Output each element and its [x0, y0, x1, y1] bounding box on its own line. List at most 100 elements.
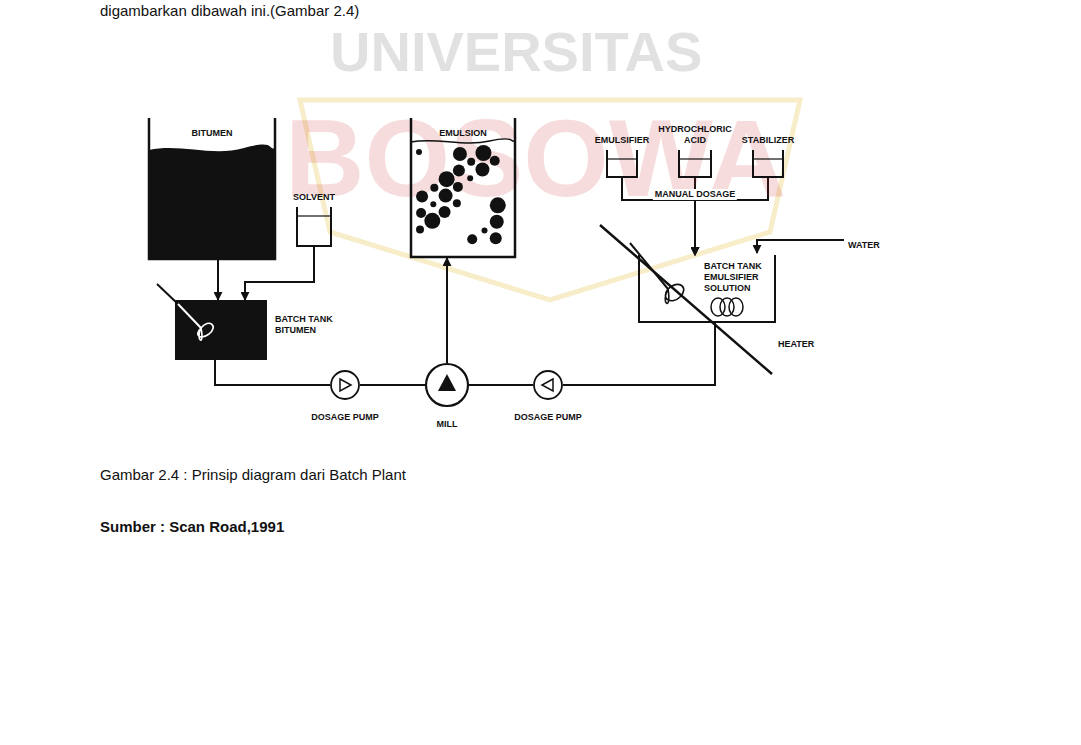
- node-label: DOSAGE PUMP: [311, 412, 379, 423]
- watermark: UNIVERSITAS: [330, 18, 702, 85]
- liquid-surface: [298, 215, 330, 216]
- pump-symbol: DOSAGE PUMP: [330, 370, 360, 400]
- emulsion-droplet: [467, 175, 473, 181]
- source-note: Sumber : Scan Road,1991: [100, 518, 284, 536]
- tank-outline: [296, 207, 332, 247]
- node-label: BATCH TANK BITUMEN: [275, 314, 347, 336]
- tank-wall: [297, 207, 331, 246]
- caption-holder: Gambar 2.4 : Prinsip diagram dari Batch …: [100, 466, 406, 484]
- emulsion-droplet: [490, 197, 506, 213]
- text-holder: DOSAGE PUMP: [311, 406, 379, 424]
- node-label: STABILIZER: [742, 135, 794, 146]
- pipe-connector: [446, 258, 448, 363]
- liquid-surface: [608, 158, 636, 159]
- node-label: DOSAGE PUMP: [514, 412, 582, 423]
- emulsion-droplet: [490, 156, 500, 166]
- storage-tank: BITUMEN: [148, 118, 276, 260]
- emulsion-droplet: [467, 234, 477, 244]
- mill-direction: [438, 374, 456, 391]
- emulsion-droplet: [430, 201, 436, 207]
- pump-direction: [542, 379, 553, 391]
- tank-outline: [330, 370, 360, 400]
- dosing-tank: HYDROCHLORIC ACID: [678, 150, 712, 178]
- emulsion-droplet: [467, 158, 475, 166]
- node-label: EMULSIFIER: [595, 135, 650, 146]
- text-holder: STABILIZER: [742, 129, 794, 147]
- emulsion-droplet: [453, 199, 461, 207]
- dosing-tank: SOLVENT: [296, 207, 332, 247]
- pump-body: [534, 371, 562, 399]
- text-holder: EMULSION: [410, 122, 516, 140]
- pump-direction: [340, 379, 351, 391]
- emulsion-droplet: [416, 226, 424, 234]
- text-holder: BITUMEN: [148, 122, 276, 140]
- label-holder: WATER: [848, 234, 880, 252]
- emulsion-droplet: [416, 191, 428, 203]
- text-holder: HYDROCHLORIC ACID: [655, 124, 735, 147]
- node-label: MILL: [437, 419, 458, 430]
- dosing-tank: EMULSIFIER: [606, 150, 638, 178]
- label-holder: Sumber : Scan Road,1991: [100, 518, 284, 536]
- label-holder: HEATER: [778, 333, 814, 351]
- liquid-surface: [754, 158, 782, 159]
- tank-outline: [606, 150, 638, 178]
- pipe-connector: [469, 384, 533, 386]
- emulsion-droplet: [490, 215, 504, 229]
- text-holder: SOLVENT: [293, 186, 335, 204]
- emulsion-droplet: [424, 213, 440, 229]
- mill-symbol: MILL: [425, 363, 469, 407]
- pipe-connector: [217, 260, 219, 300]
- emulsion-droplet: [416, 149, 422, 155]
- pump-body: [331, 371, 359, 399]
- node-label: EMULSION: [439, 128, 487, 139]
- tank-wall: [639, 255, 775, 322]
- inlet-label: WATER: [848, 240, 880, 251]
- batch-tank: BATCH TANK EMULSIFIER SOLUTION: [638, 255, 776, 323]
- label-holder: digambarkan dibawah ini.(Gambar 2.4): [100, 2, 359, 20]
- emulsion-droplet: [439, 206, 451, 218]
- heating-coil: [729, 298, 743, 316]
- mill-body: [426, 364, 468, 406]
- node-label: HYDROCHLORIC ACID: [655, 124, 735, 146]
- emulsion-droplet: [453, 164, 465, 176]
- node-label: SOLVENT: [293, 192, 335, 203]
- label-holder: UNIVERSITAS: [330, 18, 702, 85]
- stirrer-shaft: [157, 284, 178, 304]
- emulsion-droplet: [475, 145, 491, 161]
- emulsion-droplet: [416, 208, 426, 218]
- text-holder: MILL: [437, 413, 458, 431]
- water-inlet: [757, 240, 844, 253]
- stirrer-shaft: [178, 304, 201, 328]
- stirrer-blade: [198, 323, 214, 340]
- tank-outline: [425, 363, 469, 407]
- tank-outline: [752, 150, 784, 178]
- pipe-connector: [360, 384, 425, 386]
- tank-outline: [148, 118, 276, 260]
- batch-tank: BATCH TANK BITUMEN: [175, 300, 267, 360]
- node-label: BATCH TANK EMULSIFIER SOLUTION: [704, 261, 770, 294]
- pipe-connector: [215, 360, 330, 385]
- emulsion-droplet: [430, 184, 438, 192]
- dosage-note: MANUAL DOSAGE: [653, 189, 737, 200]
- text-holder: EMULSIFIER: [595, 129, 650, 147]
- pump-symbol: DOSAGE PUMP: [533, 370, 563, 400]
- tank-outline: [678, 150, 712, 178]
- emulsion-droplet: [490, 232, 502, 244]
- tank-wall: [679, 150, 711, 177]
- stirrer-shaft: [630, 243, 668, 289]
- tank-wall: [149, 118, 275, 259]
- body-text: digambarkan dibawah ini.(Gambar 2.4): [100, 2, 359, 20]
- emulsion-droplet: [481, 227, 487, 233]
- liquid-surface: [680, 158, 710, 159]
- storage-tank: EMULSION: [410, 118, 516, 258]
- tank-outline: [175, 300, 267, 360]
- label-holder: MANUAL DOSAGE: [653, 183, 737, 201]
- figure-caption: Gambar 2.4 : Prinsip diagram dari Batch …: [100, 466, 406, 484]
- tank-outline: [533, 370, 563, 400]
- emulsion-droplet: [453, 182, 463, 192]
- text-holder: DOSAGE PUMP: [514, 406, 582, 424]
- emulsion-droplet: [439, 171, 455, 187]
- heater-line: [600, 225, 772, 374]
- tank-wall: [607, 150, 637, 177]
- tank-outline: [410, 118, 516, 258]
